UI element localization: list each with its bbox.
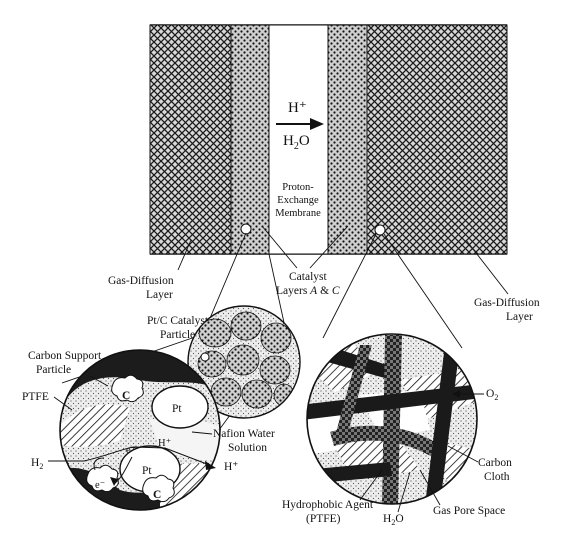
- flux-arrow-head: [310, 118, 324, 130]
- hydrophobic-label-1: Hydrophobic Agent: [282, 499, 374, 511]
- pt-particle-top: [151, 385, 209, 429]
- hydrophobic-label-2: (PTFE): [306, 513, 341, 525]
- membrane-label-3: Membrane: [275, 208, 321, 219]
- membrane-label-2: Exchange: [277, 195, 319, 206]
- ptc-label-1: Pt/C Catalyst: [147, 315, 209, 327]
- carbon-support-label-1: Carbon Support: [28, 350, 102, 362]
- carbon-cloth-label-1: Carbon: [478, 457, 512, 469]
- flux-water-label: H2O: [283, 133, 310, 152]
- gas-diffusion-layer-left: [149, 24, 232, 255]
- carbon-cloud-bottom: [142, 474, 175, 503]
- mea-cross-section: H⁺ H2O Proton- Exchange Membrane: [149, 24, 508, 255]
- catalyst-pore-left: [240, 223, 252, 235]
- catalyst-layer-a: [230, 24, 270, 255]
- pt-label-top: Pt: [172, 403, 182, 415]
- e-minus-upper: e⁻: [126, 445, 136, 456]
- catalyst-label-1: Catalyst: [289, 271, 327, 283]
- flux-proton-label: H⁺: [288, 100, 307, 116]
- membrane-label-1: Proton-: [282, 182, 314, 193]
- cathode-zoom: [306, 333, 478, 505]
- carbon-c-top: C: [122, 390, 130, 402]
- gdl-left-label-1: Gas-Diffusion: [108, 275, 174, 287]
- catalyst-layer-c: [327, 24, 368, 255]
- nafion-label-1: Nafion Water: [213, 428, 275, 440]
- h2-label: H2: [31, 457, 43, 471]
- gas-diffusion-layer-right: [366, 24, 508, 255]
- o2-label: O2: [486, 388, 498, 402]
- nafion-label-2: Solution: [228, 442, 267, 454]
- h-plus-out-label: H⁺: [224, 461, 238, 473]
- catalyst-pore-right: [374, 224, 386, 236]
- ptfe-label: PTFE: [22, 391, 49, 403]
- carbon-c-bottom: C: [153, 489, 161, 501]
- catalyst-label-2: Layers A & C: [276, 285, 340, 297]
- electron-cloud: [86, 464, 119, 493]
- ptc-label-2: Particles: [160, 329, 200, 341]
- carbon-support-label-2: Particle: [36, 364, 71, 376]
- gdl-left-label-2: Layer: [146, 289, 173, 301]
- carbon-cloud-top: [111, 374, 144, 403]
- h2o-label: H2O: [383, 513, 404, 527]
- gdl-right-label-2: Layer: [506, 311, 533, 323]
- proton-exchange-membrane: [268, 24, 329, 255]
- pt-label-bottom: Pt: [142, 465, 152, 477]
- e-minus-lower: e⁻: [95, 480, 105, 491]
- catalyst-particles-zoom: [187, 305, 301, 419]
- gas-pore-label: Gas Pore Space: [433, 505, 505, 517]
- gdl-right-label-1: Gas-Diffusion: [474, 297, 540, 309]
- carbon-cloth-label-2: Cloth: [484, 471, 510, 483]
- h-plus-inner: H⁺: [158, 438, 171, 449]
